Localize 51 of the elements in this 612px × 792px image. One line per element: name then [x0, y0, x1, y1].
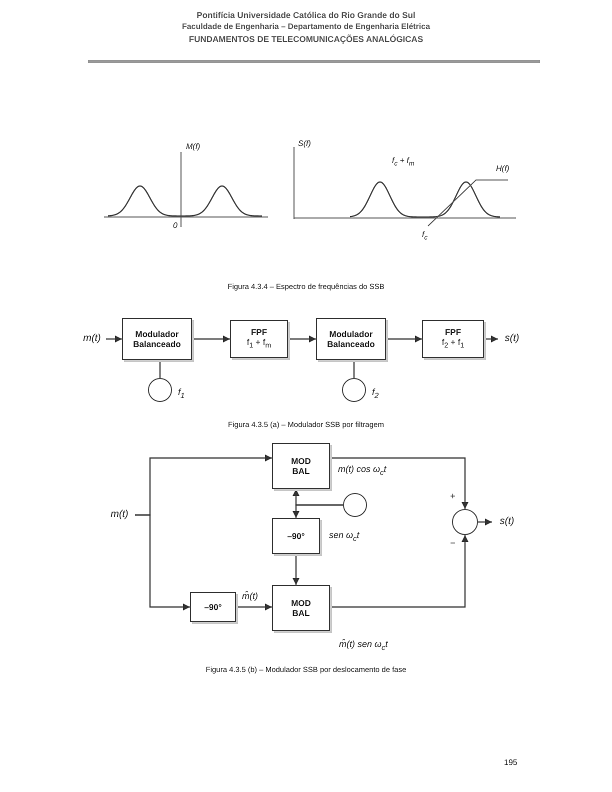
arrow [330, 457, 468, 509]
axis-label: 0 [173, 221, 178, 231]
frequency-label: f$_{1}$ [178, 387, 185, 401]
arrow [288, 336, 316, 342]
filter-box [422, 320, 484, 358]
course-title: FUNDAMENTOS DE TELECOMUNICAÇÕES ANALÓGICAS [188, 34, 424, 44]
sign-label: + [450, 491, 456, 502]
modulator-box [316, 318, 386, 360]
arrow [135, 514, 190, 610]
axis-label: f$_{c}$ + f$_{m}$ [392, 156, 414, 169]
axis-label: H(f) [496, 164, 510, 174]
arrow [386, 336, 422, 342]
arrow [192, 336, 230, 342]
box-label: FPF [444, 327, 462, 338]
oscillator-symbol [343, 493, 367, 517]
signal-label: m̂(t) sen ω$_{c}$t [339, 639, 388, 653]
box-label: f$_{1}$ + f$_{m}$ [246, 337, 272, 351]
sign-label: − [450, 538, 456, 549]
department-name: Faculdade de Engenharia – Departamento de Engenharia Elétrica [182, 22, 430, 32]
box-label: MOD BAL [291, 598, 311, 618]
signal-label: sen ω$_{c}$t [329, 530, 360, 544]
box-label: Modulador Balanceado [327, 329, 375, 349]
box-label: FPF [250, 327, 268, 338]
box-label: –90° [287, 531, 305, 541]
arrow [330, 535, 468, 608]
modulator-box [122, 318, 192, 360]
arrow [106, 336, 122, 342]
signal-label: s(t) [498, 331, 526, 347]
page-number: 195 [504, 758, 518, 768]
box-label: –90° [204, 602, 222, 612]
axis-label: M(f) [186, 142, 200, 152]
axis-label: S(f) [298, 139, 311, 149]
signal-label: s(t) [492, 514, 522, 530]
arrow [484, 336, 498, 342]
signal-label: m(t) cos ω$_{c}$t [338, 464, 386, 478]
arrow [292, 554, 300, 585]
arrow [478, 518, 492, 526]
frequency-label: f$_{2}$ [372, 387, 379, 401]
institution-name: Pontifícia Universidade Católica do Rio Grande do Sul [196, 10, 416, 20]
connector-line [159, 360, 161, 378]
arrow [236, 604, 272, 610]
signal-label: m̂(t) [242, 591, 258, 602]
filter-box [230, 320, 288, 358]
box-label: Modulador Balanceado [133, 329, 181, 349]
box-label: MOD BAL [291, 456, 311, 476]
signal-label: m(t) [104, 507, 135, 523]
axis-label: f$_{c}$ [422, 230, 428, 243]
box-label: f$_{2}$ + f$_{1}$ [442, 337, 464, 351]
signal-label: m(t) [78, 331, 106, 347]
arrow [292, 504, 343, 518]
connector-line [353, 360, 355, 378]
